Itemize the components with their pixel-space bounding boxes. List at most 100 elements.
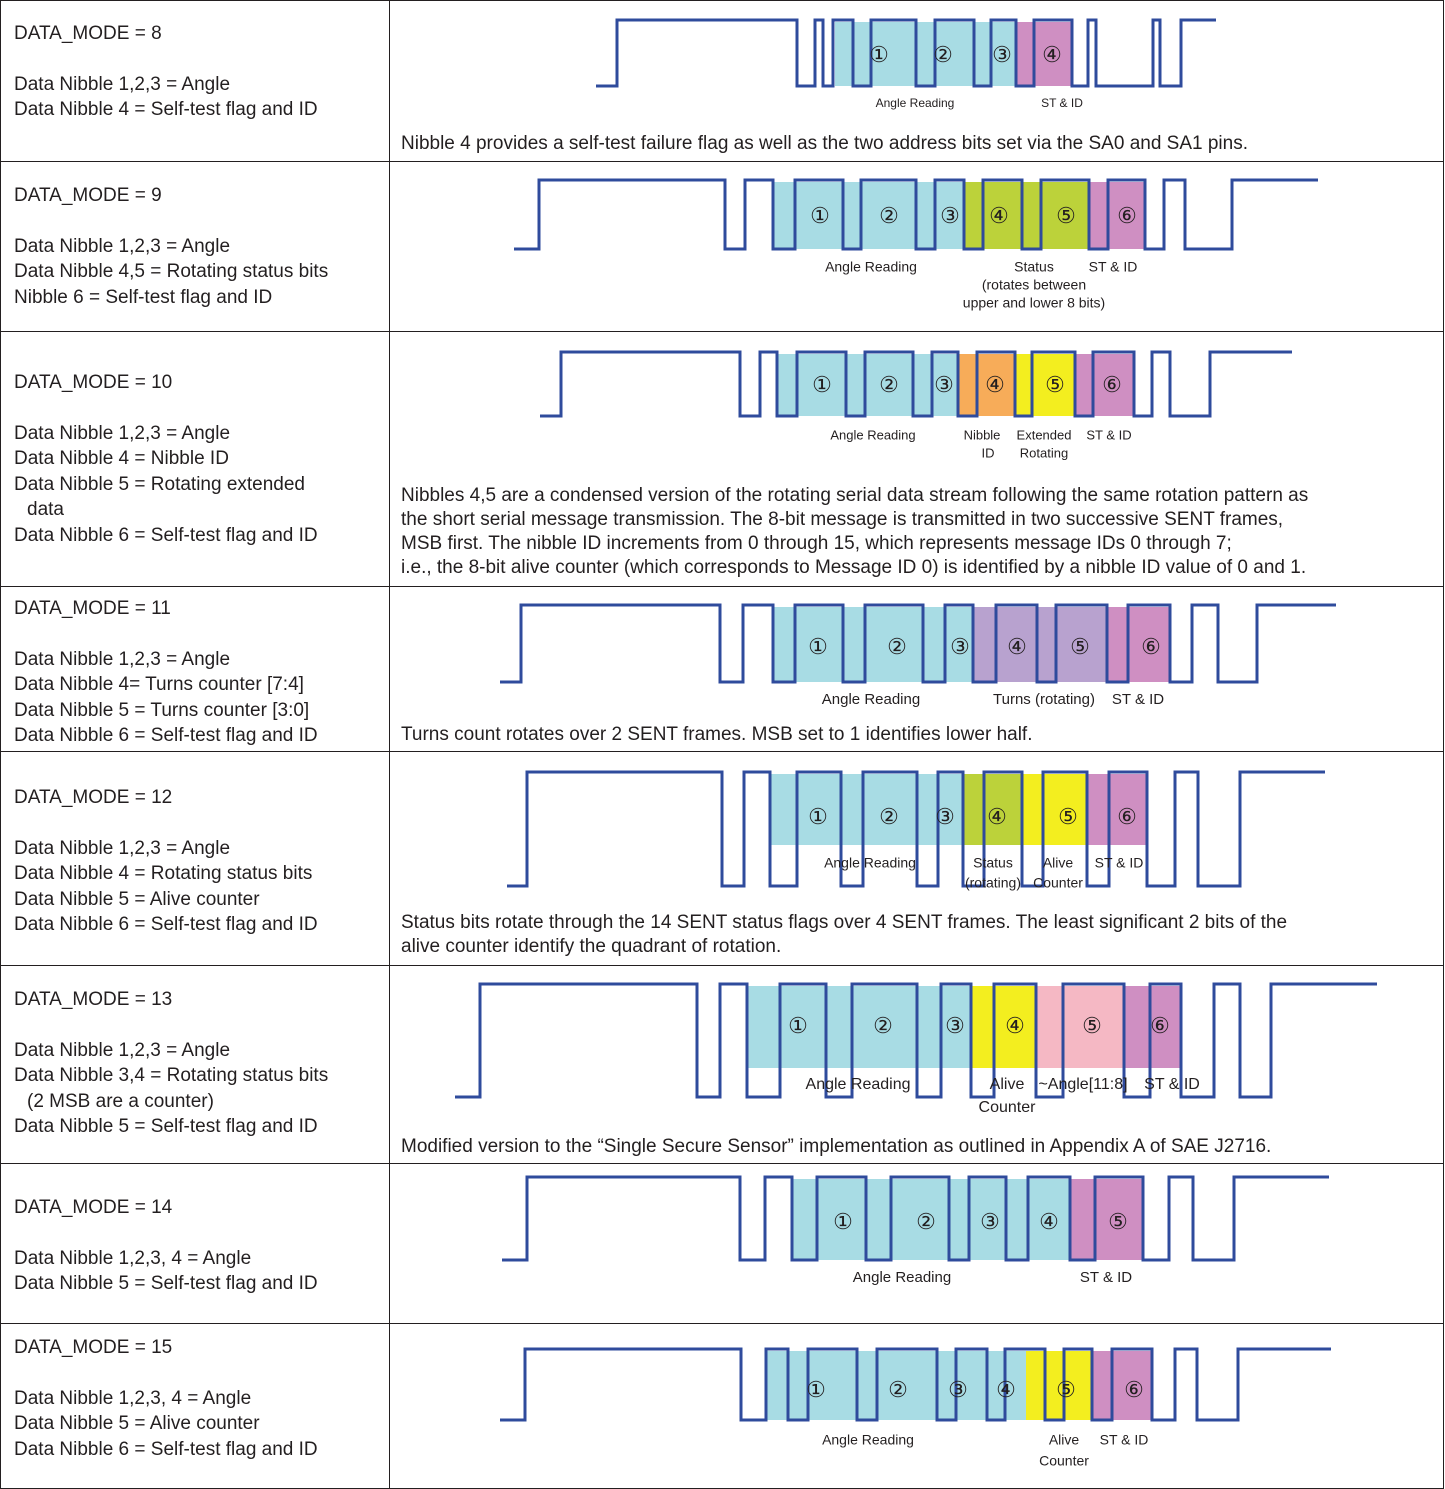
row-divider [0, 331, 1443, 332]
nibble-number: ③ [992, 42, 1012, 67]
nibble-label: Status [1014, 259, 1054, 275]
nibble-number: ⑤ [1056, 203, 1076, 228]
nibble-number: ④ [1005, 1013, 1025, 1038]
nibble-label: ST & ID [1089, 259, 1138, 275]
nibble-fill-angle [773, 182, 963, 249]
mode-title: DATA_MODE = 12 [14, 787, 173, 808]
nibble-number: ⑤ [1082, 1013, 1102, 1038]
row-divider [0, 1323, 1443, 1324]
nibble-number: ③ [935, 804, 955, 829]
nibble-number: ② [879, 203, 899, 228]
mode-line: Data Nibble 6 = Self-test flag and ID [14, 524, 318, 546]
nibble-number: ⑤ [1070, 634, 1090, 659]
mode-line: Data Nibble 1,2,3 = Angle [14, 235, 231, 257]
nibble-fill-st_id [1075, 354, 1134, 416]
sent-waveform [596, 18, 1216, 88]
mode-line: Data Nibble 4 = Nibble ID [14, 448, 229, 469]
nibble-number: ④ [987, 804, 1007, 829]
nibble-number: ⑥ [1150, 1013, 1170, 1038]
nibble-number: ② [873, 1013, 893, 1038]
nibble-number: ① [808, 634, 828, 659]
mode-line: Data Nibble 1,2,3 = Angle [14, 837, 231, 859]
nibble-number: ⑥ [1141, 634, 1161, 659]
nibble-number: ① [833, 1209, 853, 1234]
mode-line: data [27, 499, 64, 520]
sent-waveform [455, 982, 1377, 1099]
nibble-label: Angle Reading [822, 691, 920, 708]
nibble-number: ⑤ [1108, 1209, 1128, 1234]
nibble-number: ③ [940, 203, 960, 228]
nibble-label: ~Angle[11:8] [1038, 1076, 1127, 1093]
nibble-label: Nibble [964, 427, 1001, 442]
mode-description: DATA_MODE = 15 Data Nibble 1,2,3, 4 = An… [14, 1335, 318, 1462]
nibble-number: ④ [985, 372, 1005, 397]
nibble-number: ⑥ [1102, 372, 1122, 397]
nibble-fill-angle [835, 22, 1016, 86]
nibble-label: upper and lower 8 bits) [963, 295, 1105, 311]
nibble-number: ④ [996, 1377, 1016, 1402]
nibble-number: ⑥ [1117, 203, 1137, 228]
nibble-label: Alive [1043, 855, 1074, 871]
nibble-number: ① [808, 804, 828, 829]
nibble-fill-st_id [1087, 774, 1147, 845]
nibble-fill-nibble_id [958, 354, 1015, 416]
note-line: Status bits rotate through the 14 SENT s… [401, 912, 1288, 933]
nibble-number: ② [916, 1209, 936, 1234]
mode-line: Data Nibble 1,2,3, 4 = Angle [14, 1247, 252, 1269]
mode-line: Data Nibble 4 = Rotating status bits [14, 863, 313, 884]
nibble-number: ① [869, 42, 889, 67]
nibble-number: ⑤ [1045, 372, 1065, 397]
mode-line: Data Nibble 1,2,3 = Angle [14, 73, 231, 95]
nibble-fill-status [963, 774, 1022, 845]
nibble-number: ② [879, 804, 899, 829]
nibble-number: ② [887, 634, 907, 659]
mode-description: DATA_MODE = 13 Data Nibble 1,2,3 = Angle… [14, 987, 328, 1140]
nibble-label: Counter [1033, 875, 1083, 891]
row-divider [0, 1163, 1443, 1164]
nibble-fill-extended [1015, 354, 1075, 416]
sent-waveform [514, 178, 1318, 251]
mode-note: Nibble 4 provides a self-test failure fl… [401, 133, 1249, 154]
mode-title: DATA_MODE = 8 [14, 23, 162, 44]
nibble-number: ⑤ [1058, 804, 1078, 829]
mode-note: Turns count rotates over 2 SENT frames. … [401, 724, 1033, 745]
mode-line: Nibble 6 = Self-test flag and ID [14, 286, 273, 308]
nibble-label: ST & ID [1095, 855, 1144, 871]
nibble-fill-status [964, 182, 1090, 249]
mode-description: DATA_MODE = 14 Data Nibble 1,2,3, 4 = An… [14, 1195, 318, 1297]
sent-waveform [500, 1347, 1331, 1422]
column-divider [389, 0, 390, 1489]
nibble-fill-angle [792, 1179, 1070, 1260]
nibble-fill-st_id [1124, 986, 1181, 1068]
mode-description: DATA_MODE = 8 Data Nibble 1,2,3 = Angle … [14, 21, 318, 123]
mode-description: DATA_MODE = 10 Data Nibble 1,2,3 = Angle… [14, 370, 318, 548]
nibble-fill-st_id [1107, 607, 1170, 682]
nibble-label: Rotating [1020, 445, 1068, 460]
nibble-label: ID [982, 445, 995, 460]
nibble-fill-angle [773, 607, 973, 682]
nibble-label: Extended [1017, 427, 1072, 442]
mode-line: Data Nibble 5 = Self-test flag and ID [14, 1273, 318, 1294]
mode-note: Nibbles 4,5 are a condensed version of t… [401, 484, 1431, 580]
nibble-label: Angle Reading [876, 96, 955, 110]
nibble-number: ⑤ [1056, 1377, 1076, 1402]
mode-line: Data Nibble 3,4 = Rotating status bits [14, 1065, 329, 1086]
nibble-label: Counter [1039, 1453, 1089, 1469]
nibble-fill-st_id [1070, 1179, 1143, 1260]
nibble-label: Alive [1049, 1432, 1080, 1448]
nibble-label: Counter [979, 1099, 1037, 1116]
nibble-number: ③ [948, 1377, 968, 1402]
mode-note: Modified version to the “Single Secure S… [401, 1136, 1272, 1157]
nibble-number: ② [933, 42, 953, 67]
nibble-label: Angle Reading [806, 1076, 911, 1093]
nibble-number: ① [788, 1013, 808, 1038]
nibble-label: (rotating) [965, 875, 1021, 891]
note-line: i.e., the 8-bit alive counter (which cor… [401, 557, 1307, 578]
mode-line: Data Nibble 4 = Self-test flag and ID [14, 99, 318, 120]
nibble-label: Angle Reading [824, 855, 916, 871]
